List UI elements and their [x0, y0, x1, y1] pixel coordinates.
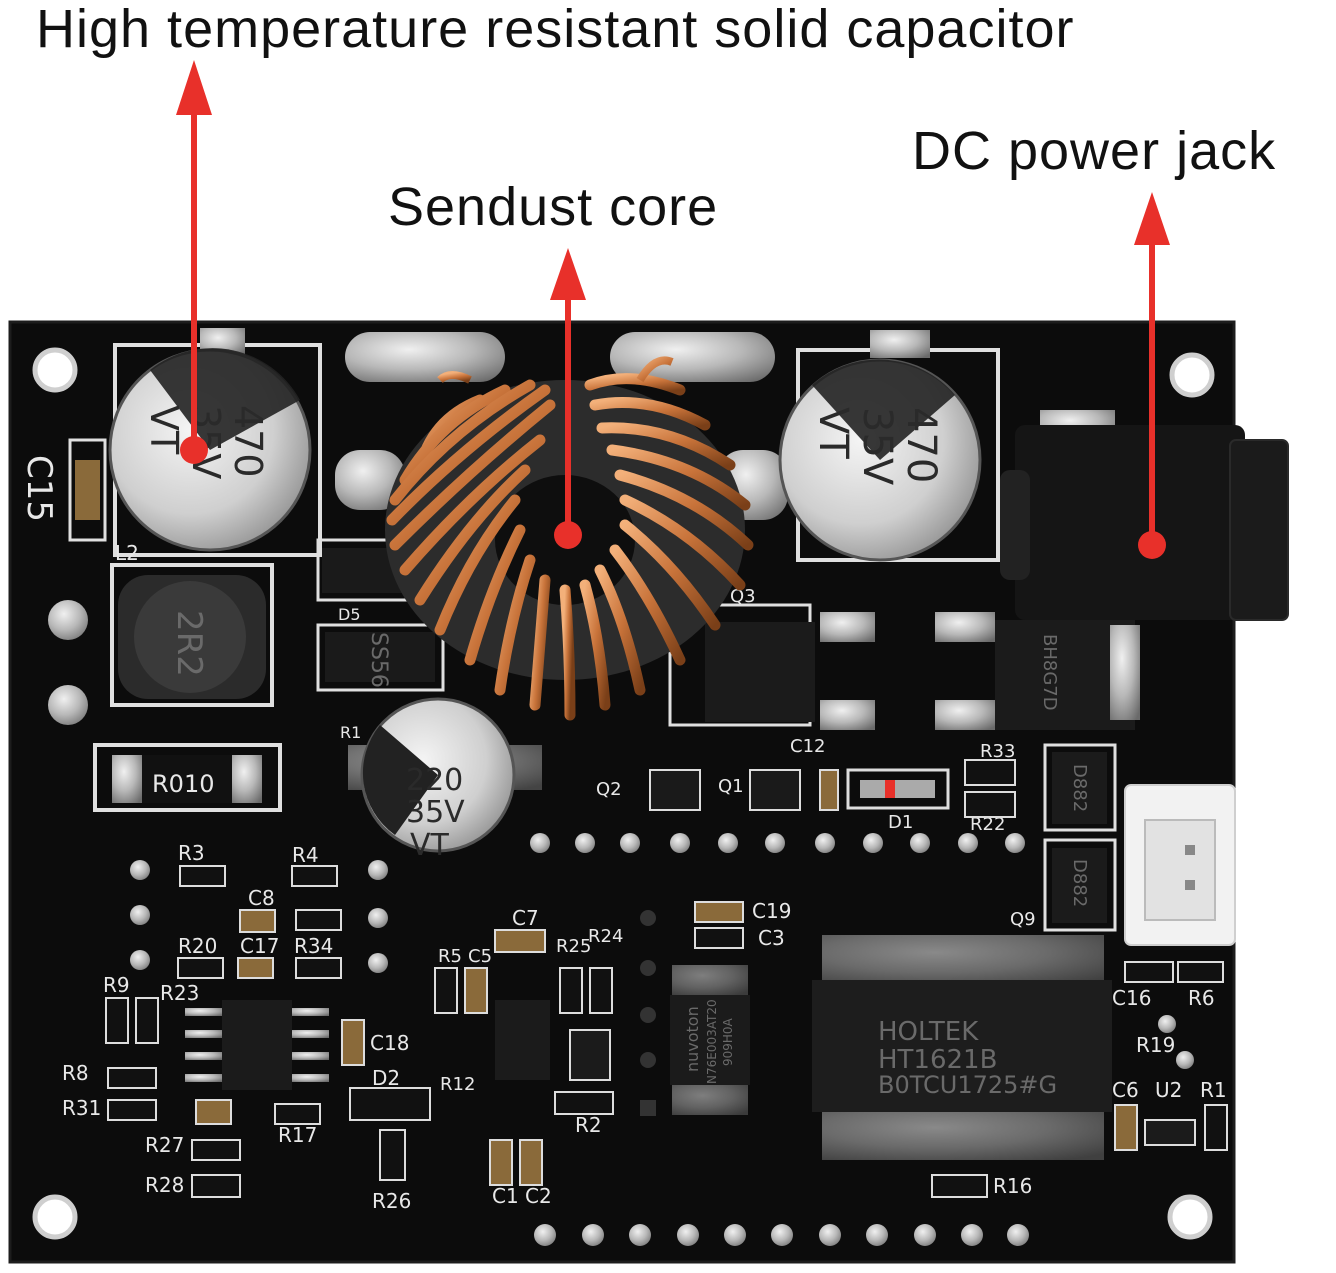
- annotation-arrows: [176, 60, 1170, 559]
- jack-callout: DC power jack: [912, 121, 1277, 181]
- inductor-l2: 2R2 L2: [110, 541, 274, 707]
- silk-c12: C12: [790, 736, 825, 757]
- holtek-lcd-driver: HOLTEK HT1621B B0TCU1725#G: [812, 935, 1112, 1160]
- shunt-resistor: R010: [93, 743, 282, 812]
- silk-r31: R31: [62, 1096, 101, 1120]
- silk-r19: R19: [1136, 1033, 1175, 1057]
- silk-r24: R24: [588, 926, 623, 947]
- cap-small-value: 220: [406, 763, 463, 798]
- capacitor-small: 220 35V VT: [348, 697, 542, 863]
- silk-r22: R22: [970, 814, 1005, 835]
- dc-power-jack: [1000, 410, 1289, 621]
- silk-d2: D2: [372, 1066, 400, 1090]
- cap-small-series: VT: [410, 828, 450, 863]
- silk-r1-right: R1: [1200, 1078, 1227, 1102]
- header-pins-upper: [530, 833, 1025, 853]
- silk-r1: R1: [340, 723, 361, 742]
- silk-c1: C1: [492, 1184, 519, 1208]
- silk-c5: C5: [468, 946, 492, 967]
- silk-r5: R5: [438, 946, 462, 967]
- silk-r25: R25: [556, 936, 591, 957]
- capacitor-left: 470 35V VT: [108, 328, 322, 557]
- silk-q1: Q1: [718, 776, 744, 797]
- silk-left: C15: [19, 438, 107, 725]
- silk-c8: C8: [248, 886, 275, 910]
- silk-l2: L2: [115, 541, 139, 565]
- header-pins-lower: [534, 1224, 1029, 1246]
- d882-b-marking: D882: [1069, 859, 1090, 907]
- mosfets: Q3 BH8G7D: [668, 586, 1140, 730]
- silk-r17: R17: [278, 1123, 317, 1147]
- inductor-marking: 2R2: [169, 610, 209, 677]
- silk-r20: R20: [178, 934, 217, 958]
- shunt-marking: R010: [152, 770, 214, 798]
- silk-r6: R6: [1188, 986, 1215, 1010]
- silk-d1: D1: [888, 812, 913, 833]
- mosfet-marking: BH8G7D: [1039, 634, 1060, 711]
- diodes-ss56: SS56 D5 R1: [316, 538, 445, 742]
- silk-r23: R23: [160, 981, 199, 1005]
- cap-right-voltage: 35V: [854, 407, 900, 486]
- silk-c18: C18: [370, 1031, 409, 1055]
- nuvoton-lot: 909H0A: [721, 1017, 735, 1066]
- silk-r3: R3: [178, 841, 205, 865]
- silk-r4: R4: [292, 843, 319, 867]
- silk-c7: C7: [512, 906, 539, 930]
- silk-c2: C2: [525, 1184, 552, 1208]
- d882-transistors: D882 D882 Q9: [1010, 743, 1117, 932]
- silk-r16: R16: [993, 1174, 1032, 1198]
- right-smd: C16 R6 R19 C6 U2 R1 R16: [931, 961, 1228, 1198]
- silk-d5: D5: [338, 605, 361, 624]
- cap-left-series: VT: [142, 405, 186, 455]
- cap-right-series: VT: [810, 407, 856, 459]
- holtek-code: B0TCU1725#G: [878, 1071, 1057, 1099]
- center-smd: C18 D2 R26 C7 R5 C5 R25 R24 R12 R2 C1 C2: [341, 906, 623, 1213]
- silk-c6: C6: [1112, 1078, 1139, 1102]
- white-connector: [1124, 784, 1236, 946]
- silk-c16: C16: [1112, 986, 1151, 1010]
- silk-r27: R27: [145, 1133, 184, 1157]
- cap-small-voltage: 35V: [406, 795, 465, 830]
- cap-left-value: 470: [226, 405, 270, 478]
- lower-left-smd: R3 R4 C8 R20 C17 R34 R9 R23 R8 R31 R27 R…: [62, 841, 388, 1198]
- silk-q9: Q9: [1010, 909, 1036, 930]
- cap-right-value: 470: [898, 407, 944, 483]
- d882-a-marking: D882: [1069, 764, 1090, 812]
- silk-r12: R12: [440, 1074, 475, 1095]
- core-callout: Sendust core: [388, 177, 719, 237]
- silk-r8: R8: [62, 1061, 89, 1085]
- capacitor-callout: High temperature resistant solid capacit…: [36, 0, 1075, 59]
- silk-r33: R33: [980, 741, 1015, 762]
- silk-c3: C3: [758, 926, 785, 950]
- silk-r34: R34: [294, 934, 333, 958]
- nuvoton-code: N76E003AT20: [705, 999, 719, 1084]
- holtek-brand: HOLTEK: [878, 1017, 979, 1047]
- silk-c17: C17: [240, 934, 279, 958]
- diode-marking: SS56: [366, 632, 391, 688]
- silk-r28: R28: [145, 1173, 184, 1197]
- silk-r26: R26: [372, 1189, 411, 1213]
- middle-parts: C12 R33 Q2 Q1 D1 R22: [596, 736, 1016, 835]
- nuvoton-brand: nuvoton: [683, 1006, 702, 1072]
- silk-c19: C19: [752, 899, 791, 923]
- capacitor-right: 470 35V VT: [778, 330, 1000, 562]
- holtek-part: HT1621B: [878, 1045, 997, 1075]
- silk-u2: U2: [1155, 1078, 1182, 1102]
- silk-r2: R2: [575, 1113, 602, 1137]
- silk-c15: C15: [19, 455, 59, 522]
- nuvoton-mcu: nuvoton N76E003AT20 909H0A C19 C3: [640, 899, 791, 1116]
- silk-q2: Q2: [596, 779, 622, 800]
- silk-q3: Q3: [730, 586, 756, 607]
- silk-r9: R9: [103, 973, 130, 997]
